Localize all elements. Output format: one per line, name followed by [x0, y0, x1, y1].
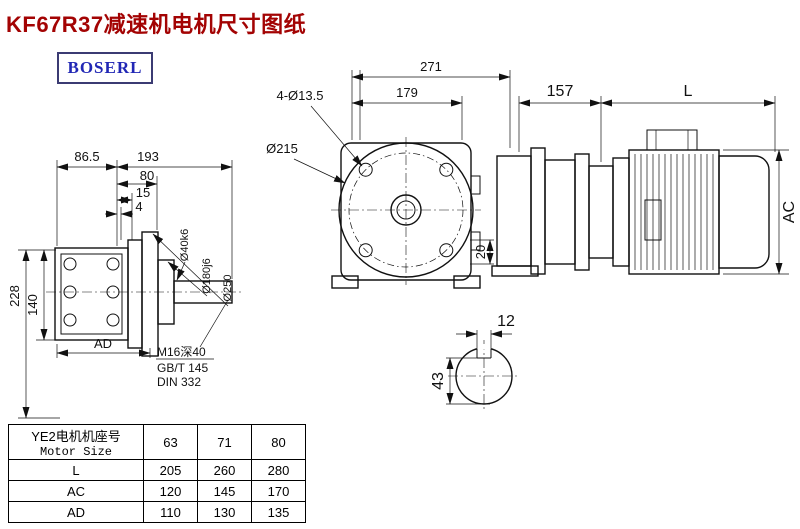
value-L-80: 280 [251, 459, 306, 481]
table-header-cn: YE2电机机座号 [31, 428, 121, 444]
side-view-dimensions: 86.5 193 80 15 4 228 140 AD Ø40k6 [7, 149, 234, 419]
adapter-plate [127, 239, 143, 349]
bolt-hole [439, 162, 454, 177]
housing-bolt-hole [106, 285, 120, 299]
dim-80-label: 80 [140, 168, 154, 183]
table-row-AD: AD 110 130 135 [8, 501, 306, 523]
page-title: KF67R37减速机电机尺寸图纸 [6, 12, 307, 37]
value-AD-71: 130 [197, 501, 252, 523]
motor-body [628, 149, 720, 275]
shaft-section-view [448, 340, 520, 412]
value-L-63: 205 [143, 459, 198, 481]
motor-front-bell [612, 157, 630, 267]
flange-ring-1 [530, 147, 546, 275]
bolt-holes-label: 4-Ø13.5 [277, 88, 324, 103]
flange-diameter-label: Ø215 [266, 141, 298, 156]
value-AC-63: 120 [143, 480, 198, 502]
hub-diameter-label: Ø180j6 [201, 258, 213, 293]
housing-bolt-hole [63, 313, 77, 327]
keyway-depth-label: 43 [430, 372, 447, 390]
terminal-box [646, 129, 698, 151]
table-header-row: YE2电机机座号 Motor Size 63 71 80 [8, 424, 306, 460]
dim-271-label: 271 [420, 59, 442, 74]
flange-ring-2 [574, 153, 590, 271]
side-lug-bottom [470, 231, 481, 251]
bolt-hole [358, 162, 373, 177]
dim-20-label: 20 [473, 245, 488, 259]
housing-face [54, 247, 129, 341]
din-standard-label: DIN 332 [157, 375, 201, 389]
fan-cover [718, 155, 770, 269]
thread-note-label: M16深40 [157, 345, 206, 359]
dim-86-5-label: 86.5 [74, 149, 99, 164]
mounting-foot-right [453, 275, 481, 289]
dim-L-label: L [684, 83, 693, 100]
motor-view-dimensions: 157 L AC [518, 83, 798, 275]
table-header-motor-size: YE2电机机座号 Motor Size [8, 424, 144, 460]
dim-AD-label: AD [94, 336, 112, 351]
side-lug-top [470, 175, 481, 195]
output-shaft [173, 280, 233, 304]
dim-AC-label: AC [781, 201, 798, 223]
dim-4-label: 4 [135, 199, 142, 214]
gearbox-profile [496, 155, 532, 267]
dim-228-label: 228 [7, 285, 22, 307]
size-column-63: 63 [143, 424, 198, 460]
value-AC-71: 145 [197, 480, 252, 502]
value-AC-80: 170 [251, 480, 306, 502]
mounting-foot-left [331, 275, 359, 289]
table-row-L: L 205 260 280 [8, 459, 306, 481]
value-AD-63: 110 [143, 501, 198, 523]
shaft-diameter-label: Ø40k6 [179, 229, 191, 261]
motor-size-table: YE2电机机座号 Motor Size 63 71 80 L 205 260 2… [8, 424, 306, 523]
bolt-hole [358, 243, 373, 258]
value-L-71: 260 [197, 459, 252, 481]
housing-bolt-hole [63, 257, 77, 271]
row-label-AC: AC [8, 480, 144, 502]
size-column-80: 80 [251, 424, 306, 460]
shaft-section-dimensions: 12 43 [430, 313, 515, 405]
table-header-en: Motor Size [39, 444, 112, 459]
keyway-width-label: 12 [497, 313, 515, 330]
row-label-AD: AD [8, 501, 144, 523]
size-column-71: 71 [197, 424, 252, 460]
housing-bolt-hole [106, 257, 120, 271]
boserl-logo: BOSERL [57, 52, 153, 84]
housing-bolt-hole [63, 285, 77, 299]
row-label-L: L [8, 459, 144, 481]
dim-193-label: 193 [137, 149, 159, 164]
front-view-dimensions: 271 179 4-Ø13.5 Ø215 20 [266, 59, 511, 265]
dim-140-label: 140 [25, 294, 40, 316]
coupling-housing [544, 159, 576, 265]
dim-179-label: 179 [396, 85, 418, 100]
gearbox-foot [491, 265, 539, 277]
output-flange [141, 231, 159, 357]
housing-bolt-hole [106, 313, 120, 327]
bolt-hole [439, 243, 454, 258]
value-AD-80: 135 [251, 501, 306, 523]
dim-15-label: 15 [136, 185, 150, 200]
table-row-AC: AC 120 145 170 [8, 480, 306, 502]
gb-standard-label: GB/T 145 [157, 361, 208, 375]
nameplate [644, 199, 662, 241]
front-view [331, 137, 481, 289]
flange-diameter-side-label: Ø250 [222, 275, 234, 302]
motor-view [491, 129, 770, 277]
dim-157-label: 157 [547, 83, 574, 100]
adapter [588, 165, 614, 259]
motor-fins [634, 154, 714, 270]
